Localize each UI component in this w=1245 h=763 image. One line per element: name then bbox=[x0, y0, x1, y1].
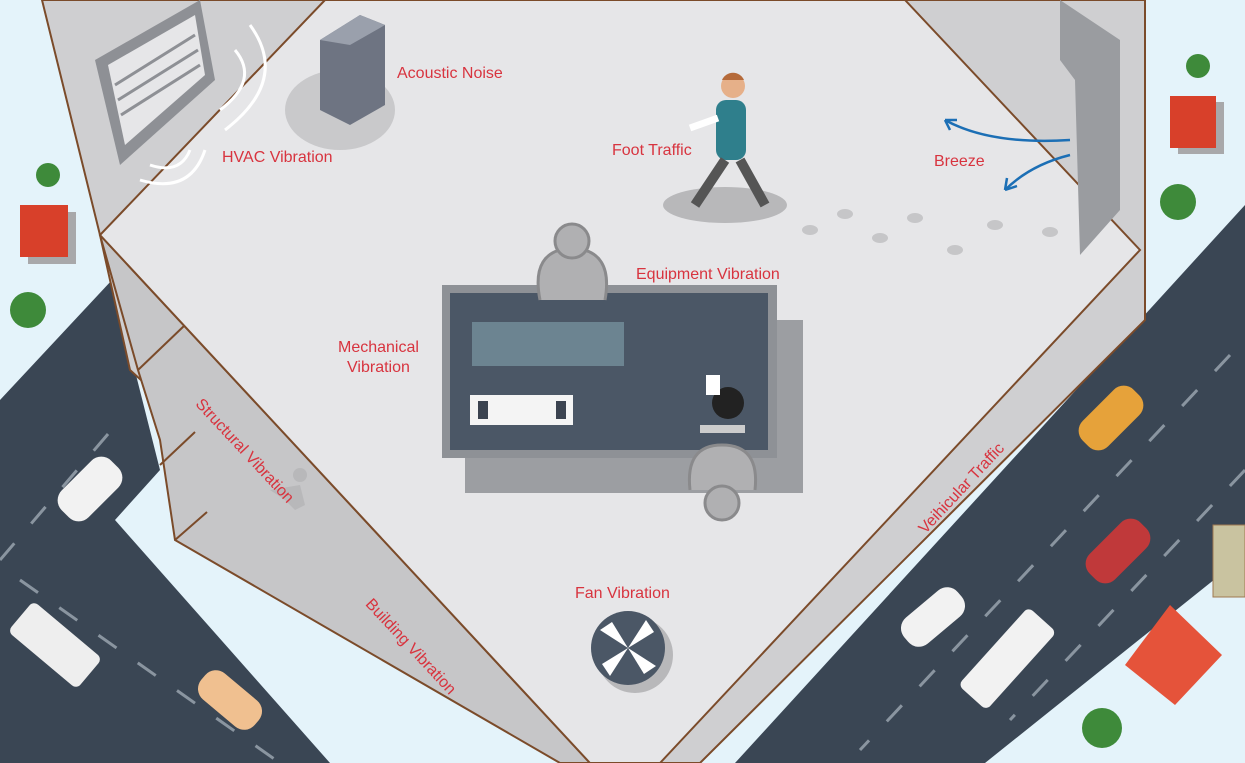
footprints-icon bbox=[802, 209, 1058, 255]
open-door-icon bbox=[1060, 0, 1120, 255]
foot-traffic-label: Foot Traffic bbox=[612, 142, 692, 159]
person-top-icon bbox=[536, 222, 758, 522]
mechanical-vibration-line2: Vibration bbox=[347, 359, 410, 376]
equipment-vibration-label: Equipment Vibration bbox=[636, 266, 780, 283]
mechanical-vibration-label: Mechanical Vibration bbox=[338, 338, 419, 378]
acoustic-noise-label: Acoustic Noise bbox=[397, 65, 503, 82]
right-road bbox=[735, 205, 1245, 763]
hvac-vent-icon bbox=[95, 0, 267, 186]
tree-icon bbox=[10, 54, 1210, 748]
fan-vibration-label: Fan Vibration bbox=[575, 585, 670, 602]
walking-person-icon bbox=[663, 72, 787, 223]
microscope-icon bbox=[700, 375, 745, 433]
car-icon bbox=[10, 385, 1151, 730]
running-figure-icon bbox=[270, 468, 307, 510]
house-icon bbox=[20, 96, 1245, 705]
acoustic-noise-speaker-icon bbox=[285, 15, 395, 150]
fan-icon bbox=[591, 611, 673, 693]
hvac-vibration-label: HVAC Vibration bbox=[222, 149, 333, 166]
mechanical-vibration-line1: Mechanical bbox=[338, 339, 419, 356]
breeze-arrows-icon bbox=[943, 118, 1071, 192]
breeze-label: Breeze bbox=[934, 153, 985, 170]
